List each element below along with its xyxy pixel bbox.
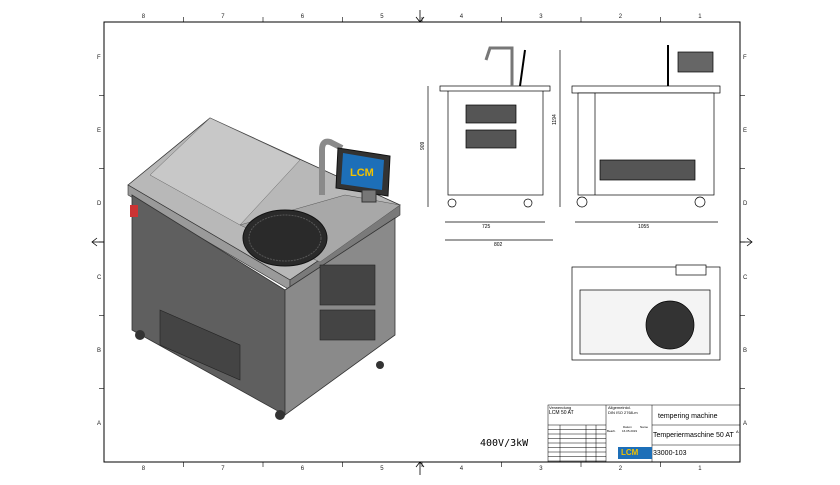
row-label: E (97, 128, 102, 134)
column-label: 8 (141, 14, 146, 20)
column-label: 2 (618, 466, 623, 472)
frame-ticks (99, 17, 745, 467)
row-label: F (97, 54, 101, 61)
row-label: A (97, 421, 102, 428)
dim-725: 725 (482, 224, 491, 230)
emergency-stop (130, 205, 138, 217)
side-view (427, 46, 561, 241)
title-block (547, 404, 741, 463)
screen-logo: LCM (350, 167, 374, 179)
centering-marks (91, 10, 753, 475)
row-label: A (743, 421, 748, 428)
row-label: B (743, 348, 748, 354)
name-label: Name (640, 425, 649, 429)
dim-909: 909 (420, 141, 426, 150)
row-label: C (743, 274, 748, 281)
revision: A (736, 429, 739, 434)
column-label: 6 (300, 14, 305, 20)
column-label: 3 (539, 466, 543, 472)
column-label: 4 (459, 466, 464, 472)
lcm-logo: LCM (621, 448, 639, 457)
title-en: tempering machine (658, 413, 718, 420)
column-label: 1 (698, 466, 702, 472)
column-label: 7 (221, 466, 225, 472)
row-label: F (743, 54, 747, 61)
top-view (571, 264, 721, 361)
row-label: B (97, 348, 102, 354)
isometric-view: LCM (127, 117, 401, 420)
row-label: D (743, 201, 748, 208)
front-view (571, 45, 721, 223)
date-value: 16.05.2019 (622, 429, 638, 433)
column-label: 4 (459, 14, 464, 20)
drawn-label: Bearb. (607, 429, 616, 433)
dim-1055: 1055 (638, 224, 649, 230)
row-label: D (97, 201, 102, 208)
column-label: 2 (618, 14, 623, 20)
column-label: 5 (380, 14, 384, 20)
usage-value: LCM 50 AT (549, 410, 574, 416)
column-label: 7 (221, 14, 225, 20)
row-label: E (743, 128, 748, 134)
drawing-number: 33000-103 (653, 450, 687, 457)
title-de: Temperiermaschine 50 AT (653, 432, 734, 439)
column-label: 1 (698, 14, 702, 20)
tolerance-label: Allgemeintol. (608, 405, 631, 410)
date-label: Datum (623, 425, 632, 429)
dim-802: 802 (494, 242, 503, 248)
column-label: 5 (380, 466, 384, 472)
row-label: C (97, 274, 102, 281)
column-label: 3 (539, 14, 543, 20)
tolerance-value: DIN ISO 2768-m (608, 410, 638, 415)
usage-label: Verwendung (549, 405, 572, 410)
column-label: 6 (300, 466, 305, 472)
dim-1194: 1194 (552, 114, 558, 125)
power-note: 400V/3kW (480, 438, 529, 449)
column-label: 8 (141, 466, 146, 472)
